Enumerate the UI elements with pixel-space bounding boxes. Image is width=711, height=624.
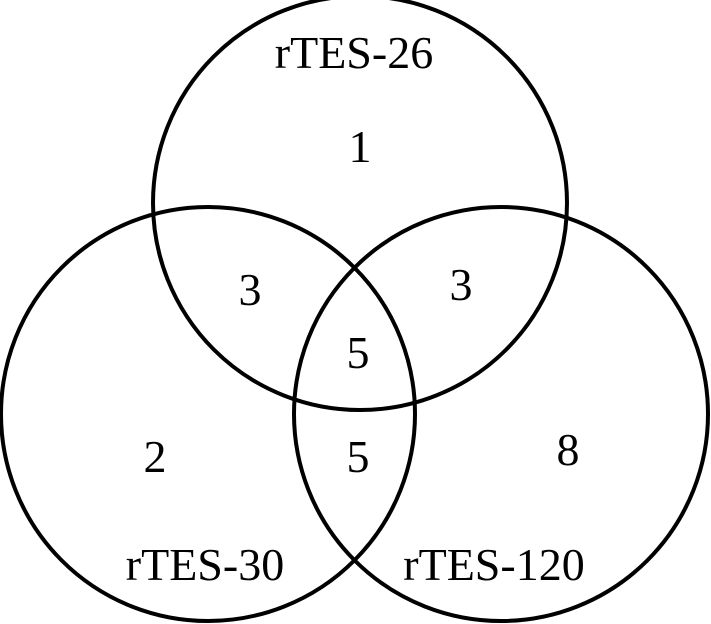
region-count-left-only: 2 <box>144 431 167 482</box>
region-count-top-right: 3 <box>450 259 473 310</box>
set-label-rtes-120: rTES-120 <box>403 539 584 590</box>
region-count-left-right: 5 <box>347 431 370 482</box>
set-circle-rtes-30 <box>0 205 417 623</box>
region-count-right-only: 8 <box>557 424 580 475</box>
region-count-all-three: 5 <box>347 327 370 378</box>
set-label-rtes-26: rTES-26 <box>275 27 433 78</box>
set-label-rtes-30: rTES-30 <box>126 539 284 590</box>
region-count-top-left: 3 <box>239 264 262 315</box>
region-count-top-only: 1 <box>349 121 372 172</box>
set-circle-rtes-26 <box>151 0 569 412</box>
set-circle-rtes-120 <box>292 205 710 623</box>
